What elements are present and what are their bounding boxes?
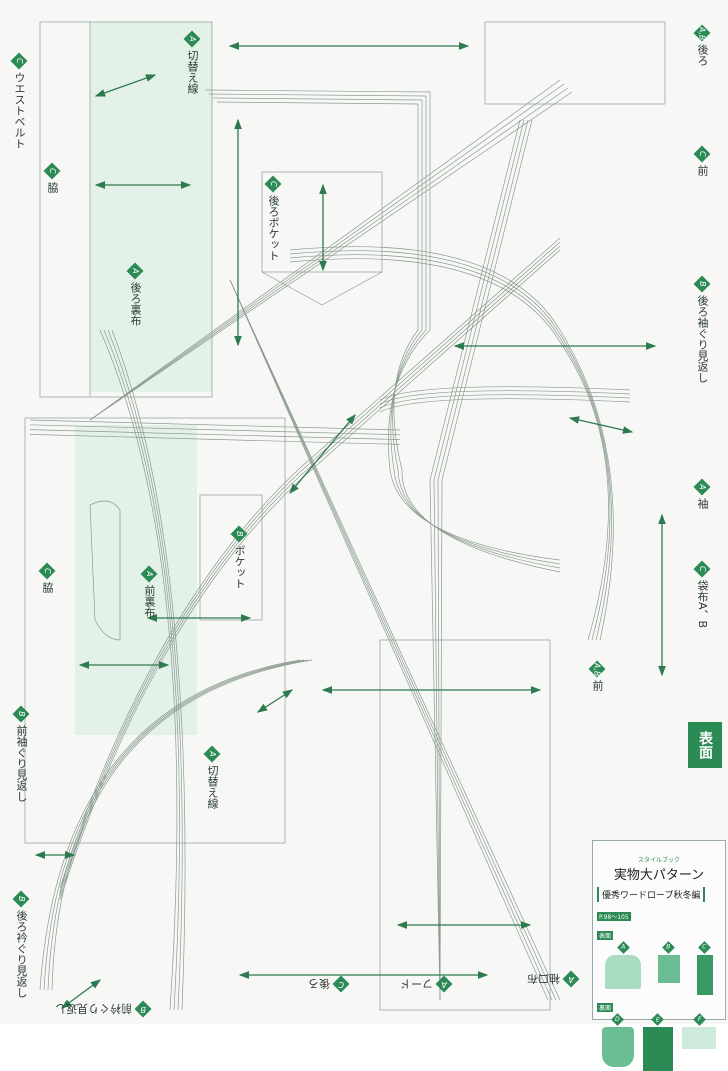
pattern-line [289, 258, 609, 641]
garment-a: A [605, 941, 642, 995]
pattern-line [289, 254, 611, 641]
pattern-line [379, 386, 631, 401]
pattern-line [289, 250, 612, 641]
garment-d: D [601, 1013, 634, 1071]
pattern-line [379, 390, 631, 405]
pattern-line [89, 91, 573, 421]
pattern-lines [24, 21, 666, 1011]
pattern-line [59, 249, 561, 901]
pattern-line [208, 93, 561, 565]
pattern-line [204, 89, 561, 561]
garments-front: A B C [593, 941, 725, 995]
garment-f: F [682, 1013, 717, 1071]
pattern-line [229, 279, 549, 1001]
pattern-line [439, 119, 533, 1001]
pattern-line [229, 279, 561, 1001]
pattern-line [429, 119, 521, 1001]
front-label: 表面 [597, 931, 614, 940]
back-label: 裏面 [597, 1003, 614, 1012]
pattern-line [379, 398, 631, 413]
pattern-line [433, 119, 525, 1001]
garments-back: D E F [593, 1013, 725, 1071]
subtitle: スタイルブック [637, 857, 680, 864]
side-tab: 表面 [688, 722, 722, 768]
pattern-line [51, 659, 313, 991]
pattern-line [89, 87, 569, 421]
pages: P.98〜105 [597, 912, 631, 921]
garment-e: E [642, 1013, 673, 1071]
pattern-line [437, 119, 529, 1001]
garment-c: C [696, 941, 713, 995]
pattern-line [229, 279, 553, 1001]
pattern-line [212, 97, 561, 569]
pattern-line [89, 83, 565, 421]
info-box: スタイルブック 実物大パターン 優秀ワードローブ秋冬編 P.98〜105 表面 A… [592, 840, 726, 1071]
pattern-line [216, 101, 561, 573]
pattern-line [59, 237, 561, 889]
pattern-line [379, 394, 631, 409]
pattern-line [229, 279, 557, 1001]
pattern-line [43, 659, 305, 991]
title: 実物大パターン [613, 868, 705, 883]
pattern-line [39, 659, 301, 991]
garment-b: B [657, 941, 680, 995]
pattern-line [289, 246, 614, 641]
pattern-line [47, 659, 309, 991]
book-title: 優秀ワードローブ秋冬編 [597, 887, 706, 902]
